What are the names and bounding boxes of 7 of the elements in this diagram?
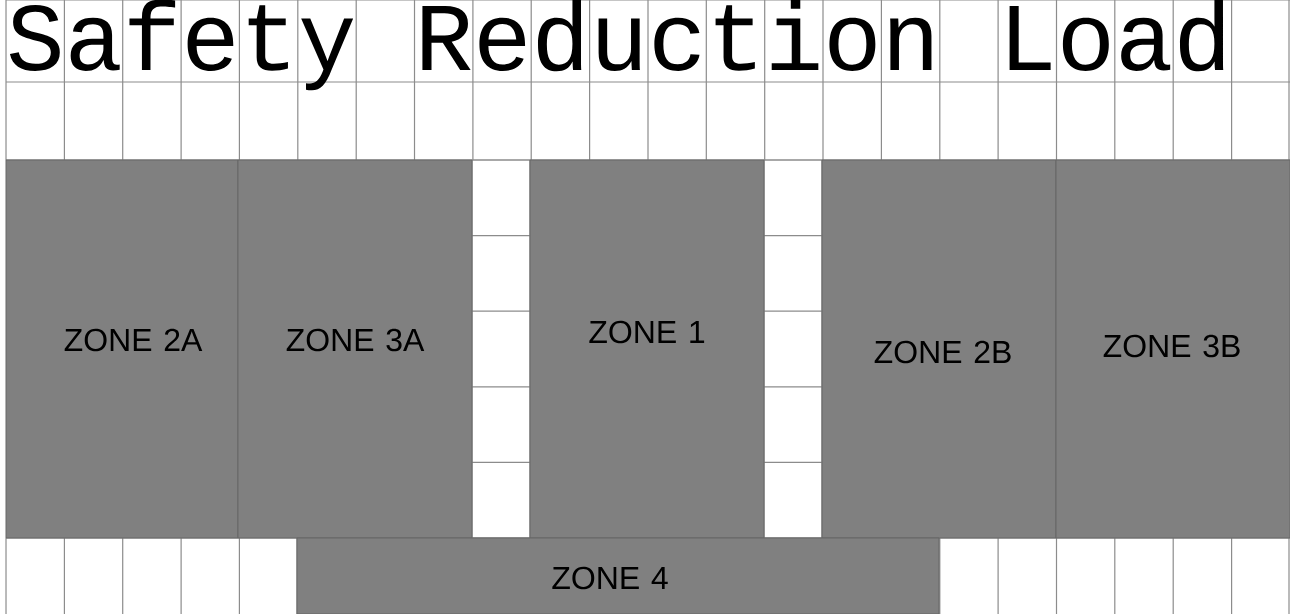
zone-box: ZONE 1 (529, 159, 765, 539)
zone-box: ZONE 4 (296, 537, 940, 614)
zone-box: ZONE 2A (5, 159, 239, 539)
zone-box: ZONE 3A (237, 159, 473, 539)
zone-box: ZONE 2B (821, 159, 1057, 539)
title: Safety Reduction Load (9, 0, 1224, 91)
zone-box: ZONE 3B (1055, 159, 1290, 539)
